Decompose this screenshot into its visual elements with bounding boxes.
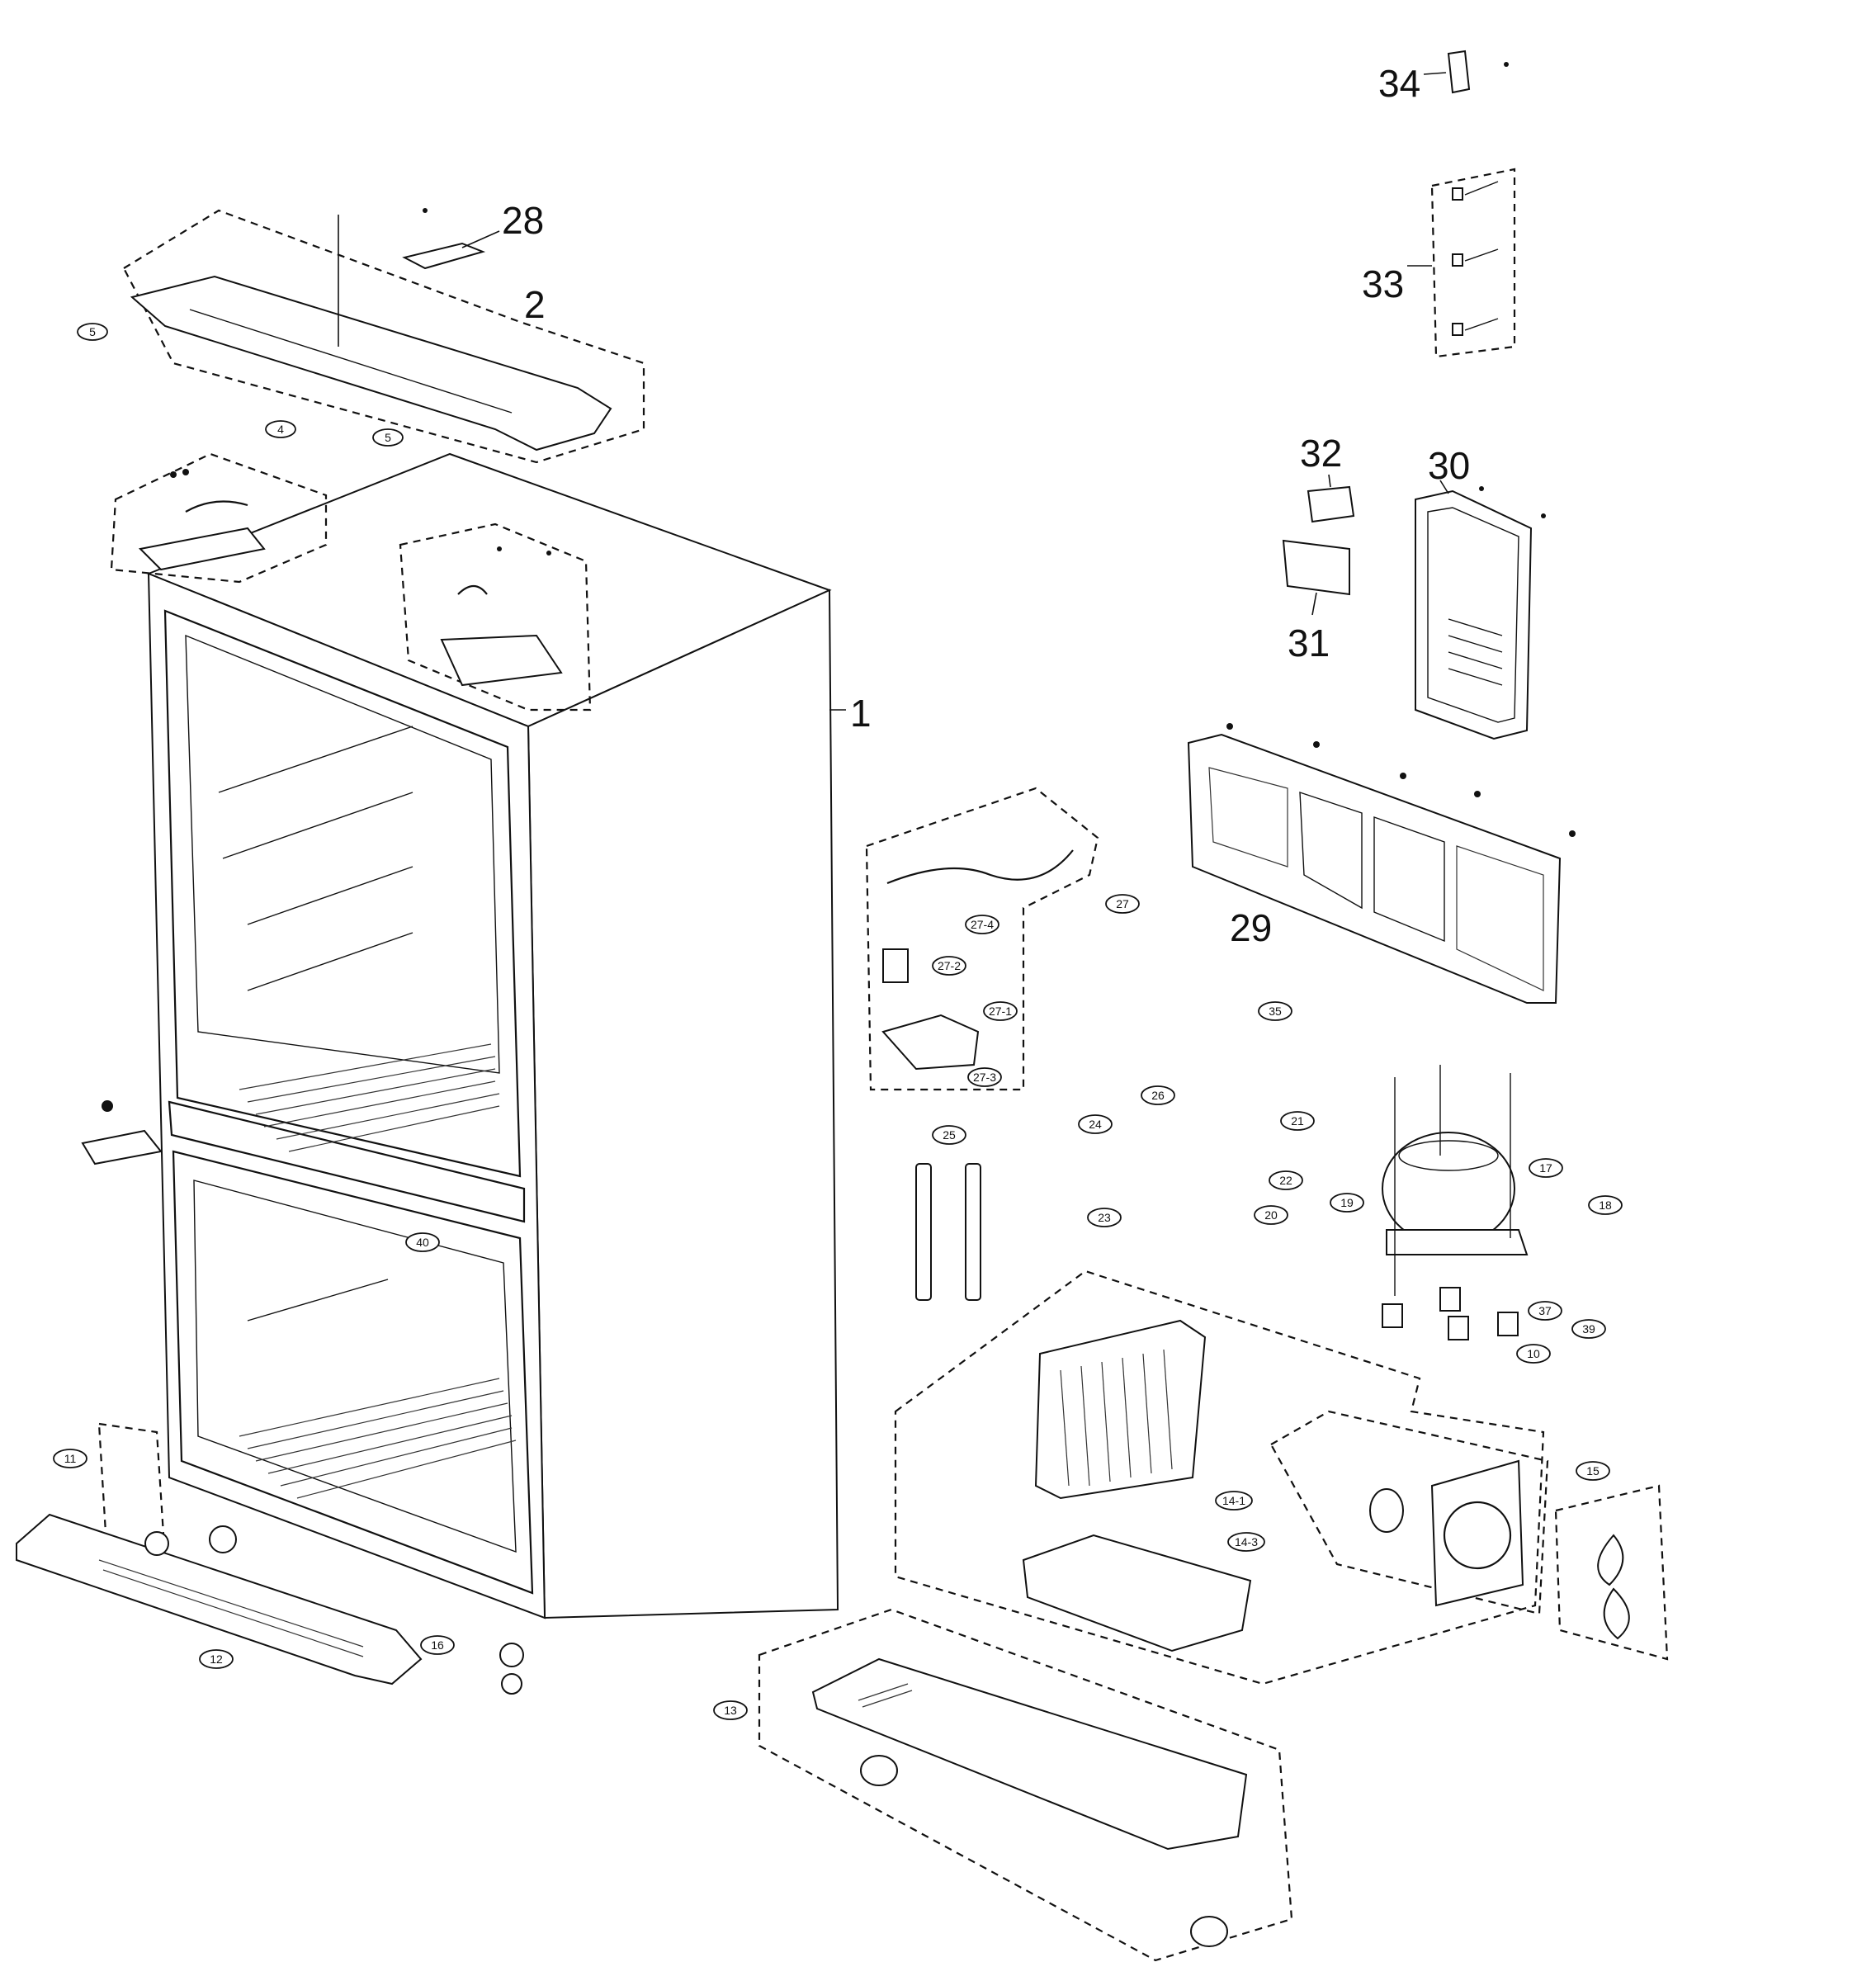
callout-5b: 5 — [372, 428, 404, 447]
back-panel-29 — [1187, 723, 1576, 1004]
part-label-31: 31 — [1288, 622, 1330, 664]
part-label-32: 32 — [1300, 432, 1342, 475]
callout-4: 4 — [265, 420, 296, 438]
part-28 — [402, 208, 500, 270]
svg-text:11: 11 — [64, 1452, 77, 1465]
svg-text:12: 12 — [210, 1652, 223, 1666]
svg-text:17: 17 — [1539, 1161, 1552, 1175]
upper-left-hinge-assembly — [110, 452, 328, 584]
svg-text:18: 18 — [1599, 1199, 1612, 1212]
part-label-33: 33 — [1362, 262, 1404, 305]
callout-17: 17 — [1529, 1158, 1563, 1178]
svg-text:4: 4 — [277, 423, 284, 436]
svg-text:37: 37 — [1538, 1304, 1552, 1317]
top-cover-assembly — [122, 209, 645, 464]
part-34 — [1423, 50, 1509, 94]
callout-19: 19 — [1330, 1193, 1364, 1213]
callout-14-3: 14-3 — [1227, 1532, 1265, 1552]
callout-27: 27 — [1105, 894, 1140, 914]
svg-text:20: 20 — [1264, 1208, 1278, 1222]
part-label-1: 1 — [850, 692, 872, 735]
part-label-34: 34 — [1378, 62, 1420, 105]
cabinet-assembly — [146, 452, 846, 1619]
svg-text:27-3: 27-3 — [973, 1071, 996, 1084]
part-33-group — [1407, 168, 1516, 358]
callout-18: 18 — [1588, 1195, 1623, 1215]
callout-tags: 4 5 5 10 11 12 13 15 16 17 18 19 20 21 2… — [53, 323, 1623, 1720]
callout-15: 15 — [1576, 1461, 1610, 1481]
compressor-17 — [1382, 1065, 1529, 1340]
callout-5a: 5 — [77, 323, 108, 341]
svg-text:16: 16 — [431, 1638, 444, 1652]
svg-text:39: 39 — [1582, 1322, 1595, 1336]
wire-harness-group-27 — [865, 787, 1099, 1091]
svg-text:19: 19 — [1340, 1196, 1354, 1209]
fan-blade-15 — [1554, 1484, 1669, 1661]
callout-13: 13 — [713, 1700, 748, 1720]
svg-text:27-1: 27-1 — [989, 1005, 1012, 1018]
svg-text:25: 25 — [943, 1128, 956, 1142]
fridge-floor-grille — [239, 1043, 500, 1152]
callout-35: 35 — [1258, 1001, 1292, 1021]
svg-text:14-3: 14-3 — [1235, 1535, 1258, 1548]
callout-26: 26 — [1141, 1085, 1175, 1105]
callout-14-1: 14-1 — [1215, 1491, 1253, 1511]
callout-27-1: 27-1 — [983, 1001, 1018, 1021]
pcb-31 — [1282, 539, 1350, 616]
callout-24: 24 — [1078, 1114, 1113, 1134]
callout-40: 40 — [405, 1232, 440, 1252]
callout-16: 16 — [420, 1635, 455, 1655]
callout-12: 12 — [199, 1649, 234, 1669]
upper-right-hinge-assembly — [399, 522, 592, 712]
svg-text:13: 13 — [724, 1704, 737, 1717]
callout-23: 23 — [1087, 1208, 1122, 1227]
svg-text:5: 5 — [89, 325, 96, 338]
part-label-28: 28 — [502, 199, 544, 242]
svg-text:15: 15 — [1586, 1464, 1600, 1477]
part-label-29: 29 — [1230, 906, 1272, 949]
condenser-group-14 — [894, 1269, 1549, 1686]
svg-text:10: 10 — [1527, 1347, 1540, 1360]
callout-21: 21 — [1280, 1111, 1315, 1131]
base-plate-13 — [758, 1608, 1293, 1962]
part-label-30: 30 — [1428, 444, 1470, 487]
svg-text:27: 27 — [1116, 897, 1129, 910]
svg-text:26: 26 — [1151, 1089, 1165, 1102]
callout-27-2: 27-2 — [932, 956, 966, 976]
callout-10: 10 — [1516, 1344, 1551, 1364]
cover-plate-30 — [1415, 480, 1546, 740]
part-label-2: 2 — [524, 283, 546, 326]
svg-text:22: 22 — [1279, 1174, 1292, 1187]
svg-text:5: 5 — [385, 431, 391, 444]
callout-22: 22 — [1269, 1170, 1303, 1190]
callout-11: 11 — [53, 1449, 87, 1468]
callout-27-3: 27-3 — [967, 1067, 1002, 1087]
svg-text:35: 35 — [1269, 1005, 1282, 1018]
freezer-floor-grille — [239, 1378, 517, 1499]
svg-text:27-4: 27-4 — [971, 918, 994, 931]
callout-20: 20 — [1254, 1205, 1288, 1225]
part-number-labels: 1 2 28 29 30 31 32 33 34 — [502, 62, 1470, 949]
svg-text:40: 40 — [416, 1236, 429, 1249]
svg-text:27-2: 27-2 — [938, 959, 961, 972]
callout-39: 39 — [1571, 1319, 1606, 1339]
callout-37: 37 — [1528, 1301, 1562, 1321]
svg-text:14-1: 14-1 — [1222, 1494, 1245, 1507]
pcb-32 — [1307, 474, 1355, 523]
callout-25: 25 — [932, 1125, 966, 1145]
middle-hinge-assembly — [81, 1100, 163, 1165]
lower-grille-assembly — [16, 1422, 524, 1695]
drain-tubes-25 — [915, 1163, 981, 1301]
callout-27-4: 27-4 — [965, 915, 999, 934]
svg-text:24: 24 — [1089, 1118, 1102, 1131]
svg-text:23: 23 — [1098, 1211, 1111, 1224]
svg-text:21: 21 — [1291, 1114, 1304, 1128]
